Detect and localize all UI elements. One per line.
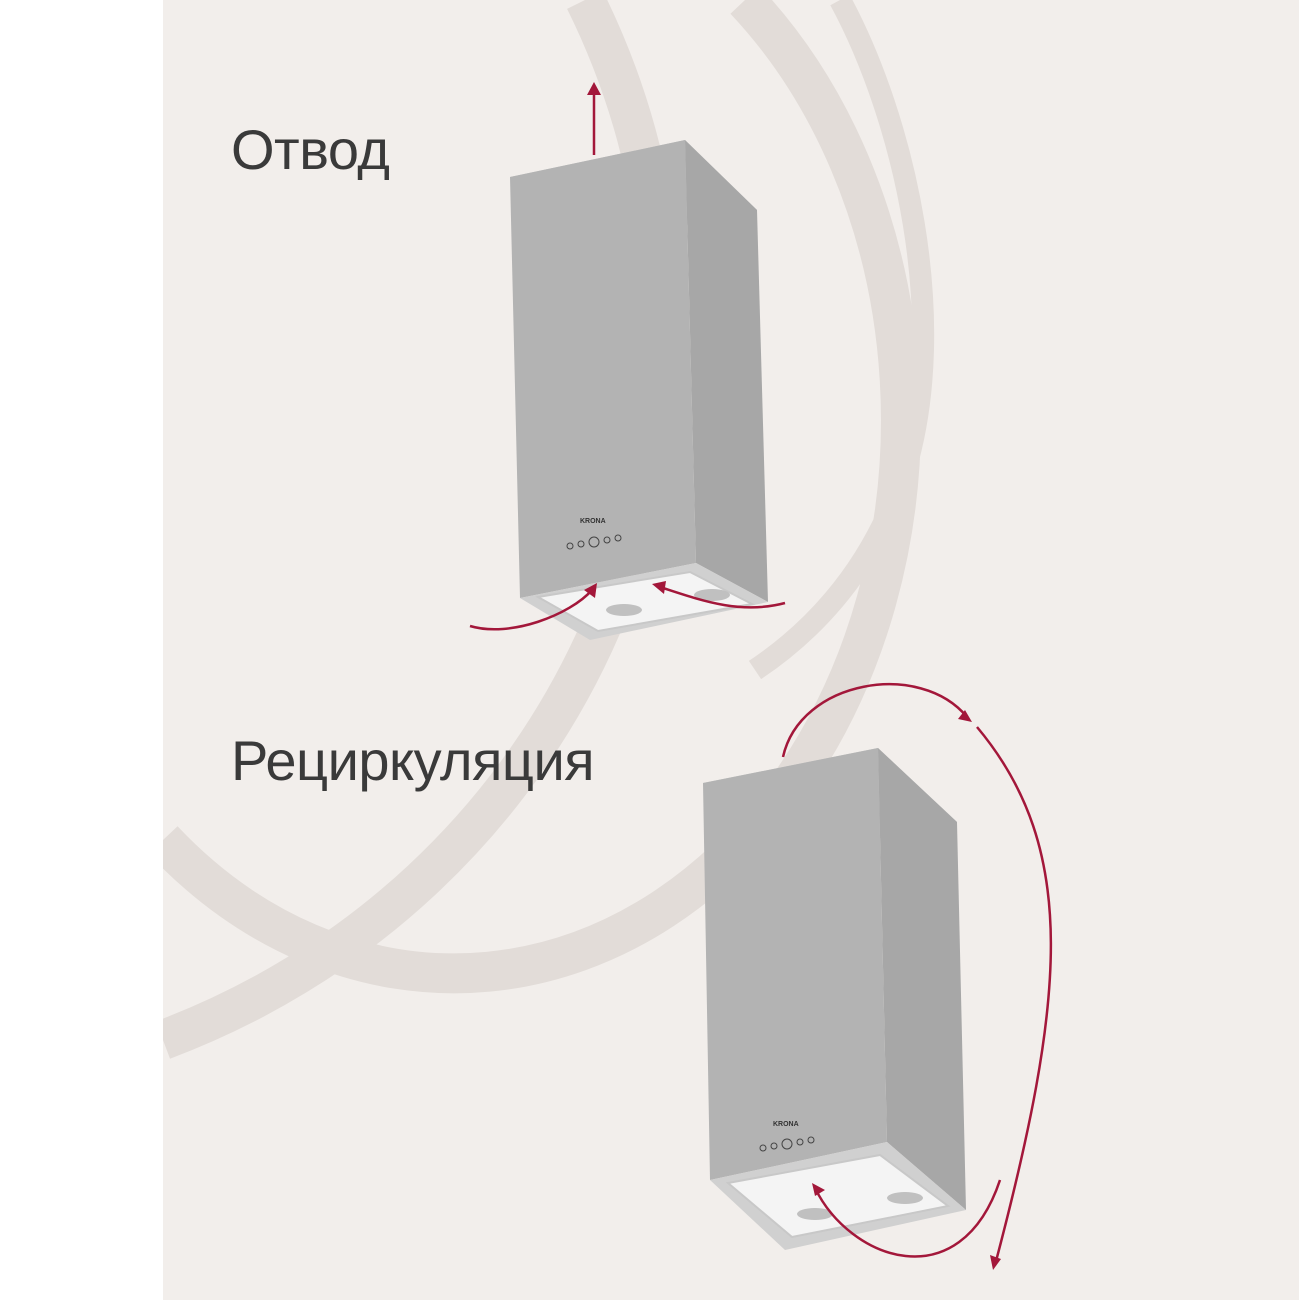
- hood-side-panel: [878, 748, 966, 1210]
- hood-front-panel: [510, 140, 696, 598]
- control-panel: [566, 534, 622, 550]
- airflow-arrow-icon: [584, 583, 597, 598]
- hood-side-panel: [685, 140, 768, 602]
- hood-front-panel: [703, 748, 887, 1180]
- recirculation-mode-label: Рециркуляция: [231, 729, 595, 792]
- control-button-icon: [807, 1136, 815, 1144]
- hood-lamp: [887, 1192, 923, 1204]
- brand-logo: KRONA: [580, 518, 606, 525]
- airflow-arrow-icon: [976, 726, 1053, 1266]
- airflow-arrow-icon: [813, 1179, 1002, 1258]
- airflow-arrow-icon: [659, 585, 786, 609]
- control-button-icon: [781, 1138, 793, 1150]
- control-button-icon: [603, 536, 611, 544]
- control-button-icon: [759, 1144, 767, 1152]
- airflow-arrow-icon: [469, 589, 593, 631]
- control-button-icon: [566, 542, 574, 550]
- control-button-icon: [588, 536, 600, 548]
- exhaust-hood: KRONA: [510, 140, 768, 640]
- recirculation-hood: KRONA: [703, 748, 966, 1250]
- airflow-arrow-icon: [958, 710, 972, 722]
- airflow-arrow-icon: [812, 1183, 825, 1196]
- hood-lamp: [694, 589, 730, 601]
- airflow-arrows: [469, 82, 1053, 1270]
- airflow-arrow-icon: [652, 581, 666, 594]
- hood-filter-panel: [535, 570, 756, 633]
- control-panel: [759, 1136, 815, 1152]
- swirl-arc-tail: [748, 0, 935, 680]
- control-button-icon: [796, 1138, 804, 1146]
- hood-lamp: [606, 604, 642, 616]
- product-illustration: Отвод Рециркуляция KRONA KRONA: [163, 0, 1299, 1300]
- airflow-arrow-icon: [587, 82, 601, 95]
- brand-logo: KRONA: [773, 1121, 799, 1128]
- airflow-arrow-icon: [990, 1255, 1001, 1270]
- hood-lamp: [797, 1208, 833, 1220]
- control-button-icon: [614, 534, 622, 542]
- hood-filter-panel: [725, 1153, 951, 1239]
- control-button-icon: [577, 540, 585, 548]
- control-button-icon: [770, 1142, 778, 1150]
- exhaust-mode-label: Отвод: [231, 118, 390, 181]
- airflow-arrow-icon: [781, 683, 968, 758]
